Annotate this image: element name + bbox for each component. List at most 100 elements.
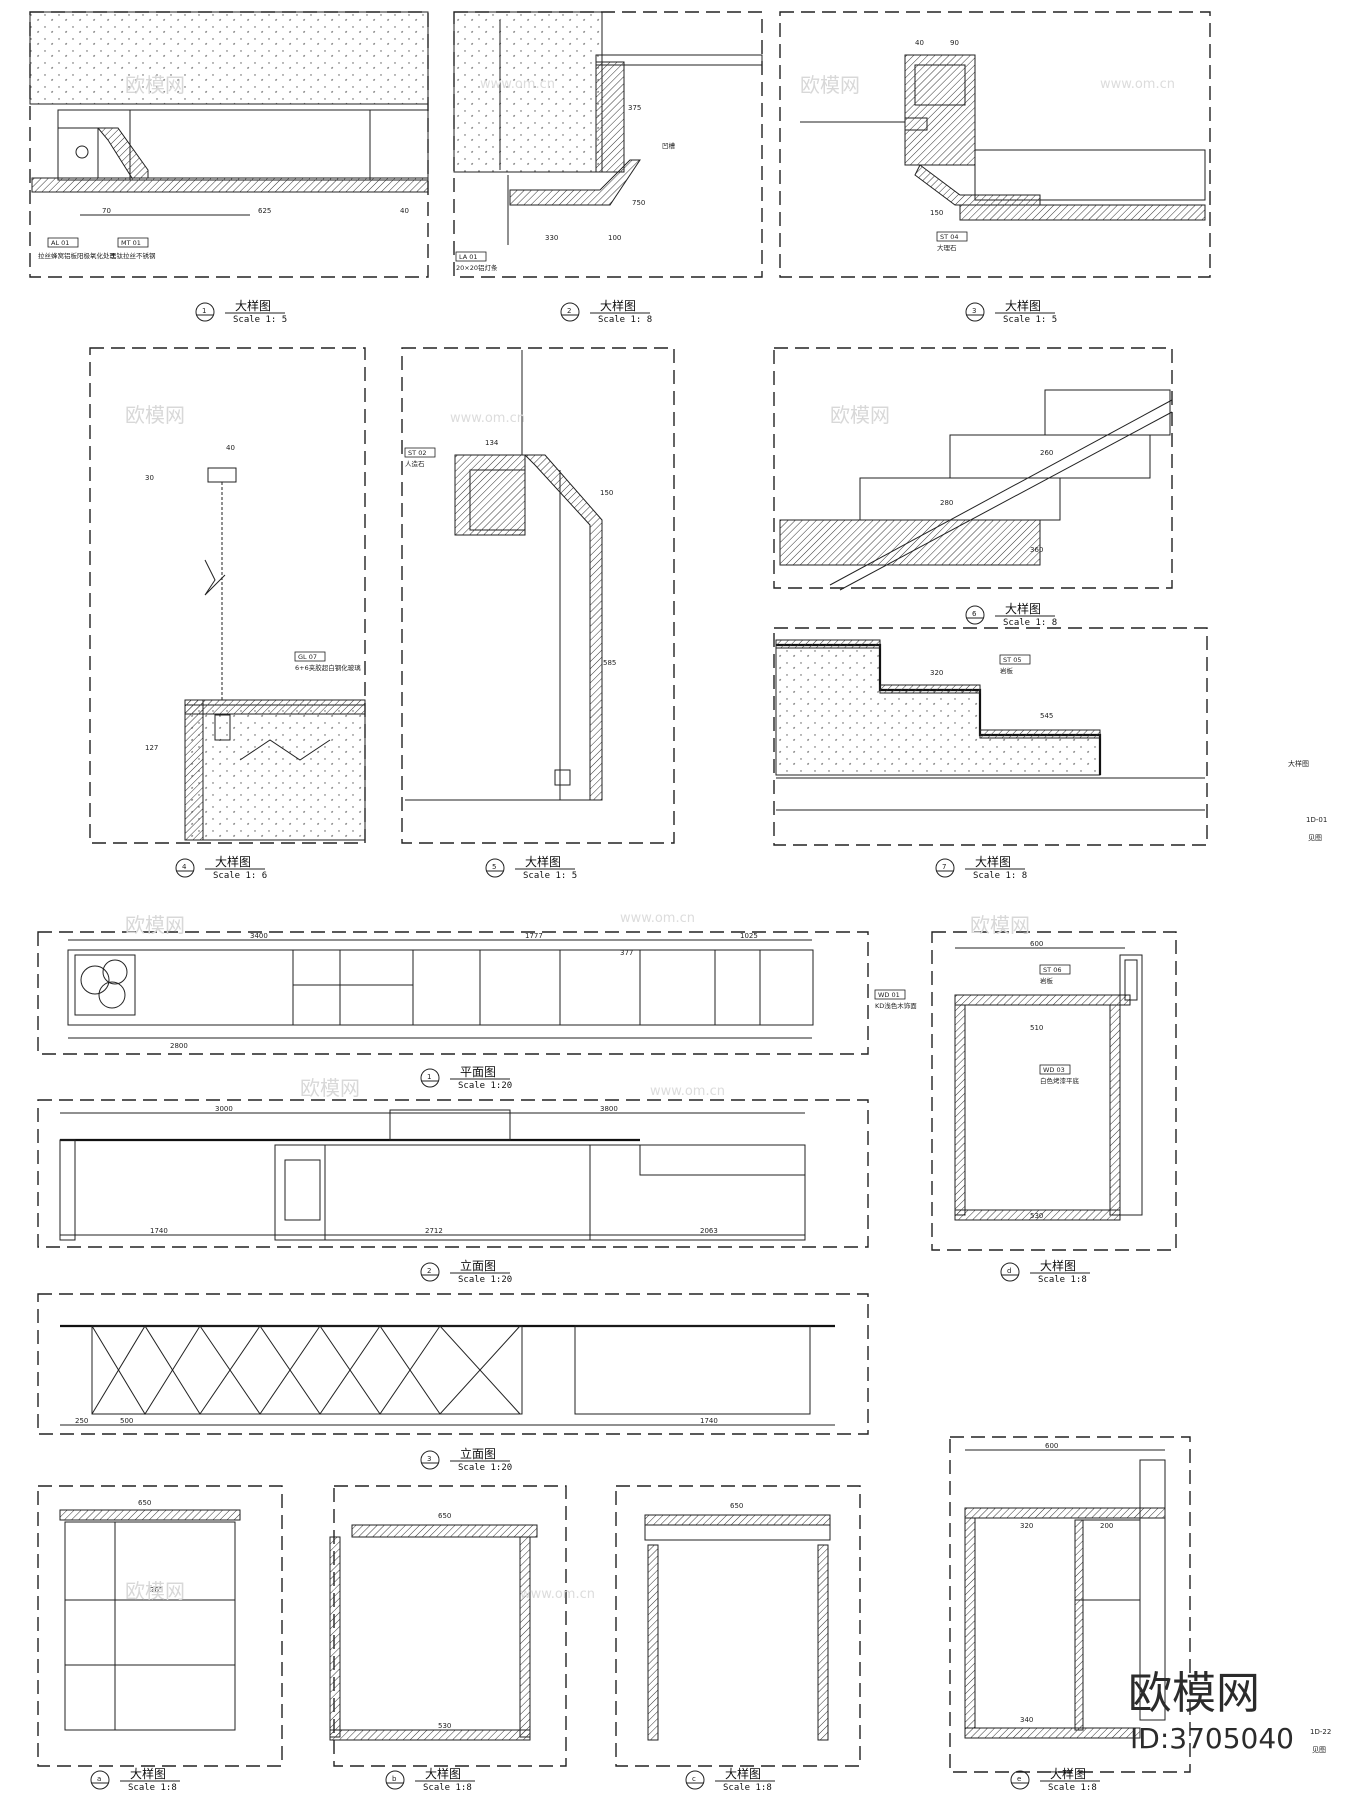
tag-wd01: WD 01 KD浅色木饰面 bbox=[874, 989, 917, 1010]
view-marker-circle bbox=[1000, 1262, 1020, 1282]
svg-text:白色烤漆平底: 白色烤漆平底 bbox=[1040, 1076, 1080, 1085]
svg-text:欧模网: 欧模网 bbox=[830, 403, 890, 427]
view-marker-circle bbox=[420, 1450, 440, 1470]
svg-text:3400: 3400 bbox=[250, 932, 268, 940]
view-number: c bbox=[692, 1775, 696, 1783]
tag-al01: AL 01 拉丝蜂窝铝板阳极氧化处理 bbox=[38, 237, 117, 260]
view-number: a bbox=[97, 1775, 101, 1783]
plan-view: 3400 1777 377 1025 2800 bbox=[37, 931, 869, 1055]
side-notes: 大样图 1D-01 见图 1D-22 见图 bbox=[1288, 759, 1331, 1754]
svg-text:70: 70 bbox=[102, 207, 111, 215]
svg-text:人造石: 人造石 bbox=[405, 459, 425, 468]
svg-text:6+6夹胶超白钢化玻璃: 6+6夹胶超白钢化玻璃 bbox=[295, 663, 361, 672]
tag-gl07: GL 07 6+6夹胶超白钢化玻璃 bbox=[294, 651, 361, 672]
svg-text:360: 360 bbox=[1030, 546, 1043, 554]
view-marker-circle bbox=[685, 1770, 705, 1790]
svg-text:LA 01: LA 01 bbox=[459, 253, 478, 261]
svg-text:265: 265 bbox=[150, 1586, 163, 1594]
view-scale-text: Scale 1: 5 bbox=[1003, 315, 1057, 325]
svg-text:40: 40 bbox=[915, 39, 924, 47]
svg-text:MT 01: MT 01 bbox=[121, 239, 141, 247]
svg-text:岩板: 岩板 bbox=[1000, 666, 1014, 675]
brand-watermark: 欧模网 ID:3705040 bbox=[1128, 1668, 1294, 1755]
svg-text:260: 260 bbox=[1040, 449, 1053, 457]
elevation-view-2: 3000 3800 1740 2712 2063 bbox=[37, 1099, 869, 1248]
view-number: b bbox=[392, 1775, 397, 1783]
svg-text:1777: 1777 bbox=[525, 932, 543, 940]
svg-text:250: 250 bbox=[75, 1417, 88, 1425]
svg-text:欧模网: 欧模网 bbox=[125, 403, 185, 427]
view-number: 7 bbox=[942, 863, 946, 871]
svg-text:545: 545 bbox=[1040, 712, 1053, 720]
svg-text:www.om.cn: www.om.cn bbox=[1100, 77, 1175, 92]
svg-text:625: 625 bbox=[258, 207, 271, 215]
svg-text:1D-01: 1D-01 bbox=[1306, 816, 1327, 824]
view-scale-text: Scale 1:20 bbox=[458, 1081, 512, 1091]
watermarks: 欧模网 www.om.cn 欧模网 www.om.cn 欧模网 www.om.c… bbox=[125, 73, 1175, 1603]
svg-text:1740: 1740 bbox=[700, 1417, 718, 1425]
svg-text:377: 377 bbox=[620, 949, 633, 957]
view-number: 3 bbox=[427, 1455, 431, 1463]
svg-text:134: 134 bbox=[485, 439, 499, 447]
detail-view-7: 320 545 bbox=[773, 627, 1208, 846]
view-scale-text: Scale 1: 8 bbox=[1003, 618, 1057, 628]
view-title-text: 大样图 bbox=[425, 1766, 461, 1781]
detail-view-5: 134 150 585 bbox=[401, 347, 675, 844]
view-title-text: 大样图 bbox=[975, 854, 1011, 869]
tag-mt01-v1: MT 01 黑钛拉丝不锈钢 bbox=[110, 237, 156, 260]
view-number: 1 bbox=[202, 307, 206, 315]
svg-text:320: 320 bbox=[930, 669, 943, 677]
detail-view-b: 650 530 bbox=[329, 1485, 567, 1767]
svg-text:650: 650 bbox=[730, 1502, 743, 1510]
tag-groove: 凹槽 bbox=[662, 141, 676, 150]
view-title-text: 大样图 bbox=[1005, 298, 1041, 313]
svg-text:ST 06: ST 06 bbox=[1043, 966, 1061, 974]
svg-text:3000: 3000 bbox=[215, 1105, 233, 1113]
view-number: 3 bbox=[972, 307, 976, 315]
view-marker-circle bbox=[935, 858, 955, 878]
view-title-text: 大样图 bbox=[235, 298, 271, 313]
view-marker-circle bbox=[175, 858, 195, 878]
svg-text:510: 510 bbox=[1030, 1024, 1043, 1032]
svg-text:2063: 2063 bbox=[700, 1227, 718, 1235]
svg-text:530: 530 bbox=[438, 1722, 451, 1730]
detail-view-6: 280 260 360 bbox=[773, 347, 1173, 591]
svg-text:欧模网: 欧模网 bbox=[125, 913, 185, 937]
svg-text:欧模网: 欧模网 bbox=[1128, 1668, 1260, 1719]
view-marker-circle bbox=[965, 605, 985, 625]
svg-text:AL 01: AL 01 bbox=[51, 239, 69, 247]
detail-view-d: 600 510 530 bbox=[931, 931, 1177, 1251]
svg-text:340: 340 bbox=[1020, 1716, 1033, 1724]
view-marker-circle bbox=[485, 858, 505, 878]
svg-text:530: 530 bbox=[1030, 1212, 1043, 1220]
view-marker-circle bbox=[1010, 1770, 1030, 1790]
svg-text:320: 320 bbox=[1020, 1522, 1033, 1530]
view-title-text: 大样图 bbox=[130, 1766, 166, 1781]
svg-text:WD 01: WD 01 bbox=[878, 991, 900, 999]
view-scale-text: Scale 1:8 bbox=[1038, 1275, 1087, 1285]
svg-text:欧模网: 欧模网 bbox=[125, 73, 185, 97]
view-number: 6 bbox=[972, 610, 977, 618]
svg-text:150: 150 bbox=[930, 209, 943, 217]
svg-text:见图: 见图 bbox=[1308, 834, 1322, 842]
view-marker-circle bbox=[385, 1770, 405, 1790]
view-scale-text: Scale 1: 6 bbox=[213, 871, 267, 881]
svg-text:200: 200 bbox=[1100, 1522, 1113, 1530]
svg-text:拉丝蜂窝铝板阳极氧化处理: 拉丝蜂窝铝板阳极氧化处理 bbox=[38, 251, 117, 260]
view-number: 4 bbox=[182, 863, 187, 871]
svg-text:欧模网: 欧模网 bbox=[125, 1579, 185, 1603]
view-title-text: 立面图 bbox=[460, 1446, 496, 1461]
svg-text:330: 330 bbox=[545, 234, 558, 242]
detail-view-1: 70 625 40 bbox=[29, 11, 429, 278]
detail-view-a: 650 265 bbox=[37, 1485, 283, 1767]
view-scale-text: Scale 1:20 bbox=[458, 1463, 512, 1473]
svg-text:100: 100 bbox=[608, 234, 621, 242]
